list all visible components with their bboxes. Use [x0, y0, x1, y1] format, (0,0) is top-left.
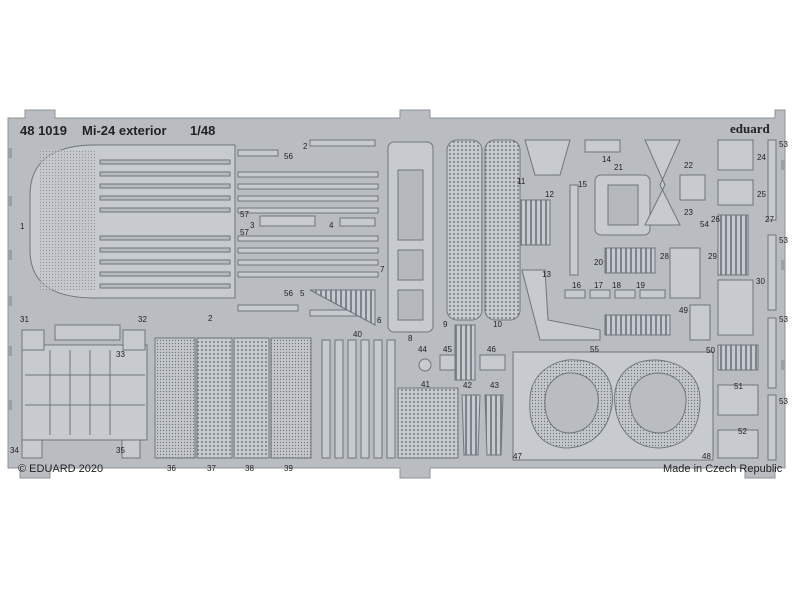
part-number-10: 10 — [493, 320, 502, 329]
part-number-54: 54 — [700, 220, 709, 229]
part-number-24: 24 — [757, 153, 766, 162]
part-37-panel — [196, 337, 233, 459]
part-number-56: 56 — [284, 289, 293, 298]
part-number-16: 16 — [572, 281, 581, 290]
part-40-strips — [321, 339, 396, 459]
part-number-9: 9 — [443, 320, 448, 329]
parts-41-46 — [397, 324, 506, 459]
part-number-56: 56 — [284, 152, 293, 161]
part-number-48: 48 — [702, 452, 711, 461]
part-number-26: 26 — [711, 215, 720, 224]
part-number-37: 37 — [207, 464, 216, 473]
part-number-40: 40 — [353, 330, 362, 339]
part-number-5: 5 — [300, 289, 305, 298]
part-number-43: 43 — [490, 381, 499, 390]
parts-14-21 — [564, 139, 671, 336]
part-number-50: 50 — [706, 346, 715, 355]
part-1-rivets — [40, 150, 95, 290]
part-number-6: 6 — [377, 316, 382, 325]
part-9-panel — [446, 139, 483, 321]
part-number-12: 12 — [545, 190, 554, 199]
part-number-17: 17 — [594, 281, 603, 290]
part-number-51: 51 — [734, 382, 743, 391]
part-number-57: 57 — [240, 210, 249, 219]
part-number-53: 53 — [779, 397, 788, 406]
parts-11-15 — [519, 139, 601, 341]
part-number-35: 35 — [116, 446, 125, 455]
part-number-36: 36 — [167, 464, 176, 473]
part-10-panel — [484, 139, 521, 321]
part-number-29: 29 — [708, 252, 717, 261]
part-number-25: 25 — [757, 190, 766, 199]
part-number-42: 42 — [463, 381, 472, 390]
part-number-32: 32 — [138, 315, 147, 324]
part-1-ribs — [99, 159, 231, 289]
part-number-2: 2 — [303, 142, 308, 151]
part-number-15: 15 — [578, 180, 587, 189]
part-number-41: 41 — [421, 380, 430, 389]
brand-logo: eduard — [730, 121, 770, 136]
part-number-22: 22 — [684, 161, 693, 170]
product-scale: 1/48 — [190, 123, 216, 138]
part-number-53: 53 — [779, 140, 788, 149]
part-number-2: 2 — [208, 314, 213, 323]
part-number-38: 38 — [245, 464, 254, 473]
parts-31-35 — [21, 324, 148, 459]
part-5-triangle — [309, 289, 376, 326]
part-8-panel — [387, 141, 434, 333]
part-number-52: 52 — [738, 427, 747, 436]
part-number-11: 11 — [517, 177, 526, 186]
part-number-3: 3 — [250, 221, 255, 230]
part-number-47: 47 — [513, 452, 522, 461]
parts-47-48-rings — [512, 351, 714, 461]
part-number-4: 4 — [329, 221, 334, 230]
part-number-13: 13 — [542, 270, 551, 279]
part-number-18: 18 — [612, 281, 621, 290]
parts-49-52 — [689, 304, 759, 459]
part-53-strips — [767, 139, 777, 461]
part-number-39: 39 — [284, 464, 293, 473]
part-number-53: 53 — [779, 236, 788, 245]
part-number-33: 33 — [116, 350, 125, 359]
part-number-30: 30 — [756, 277, 765, 286]
part-36-panel — [154, 337, 196, 459]
part-number-14: 14 — [602, 155, 611, 164]
part-number-8: 8 — [408, 334, 413, 343]
part-number-27: 27 — [765, 215, 774, 224]
part-number-19: 19 — [636, 281, 645, 290]
part-number-1: 1 — [20, 222, 25, 231]
part-number-34: 34 — [10, 446, 19, 455]
part-number-53: 53 — [779, 315, 788, 324]
product-name: Mi-24 exterior — [82, 123, 167, 138]
part-number-31: 31 — [20, 315, 29, 324]
part-39-panel — [270, 337, 312, 459]
part-number-20: 20 — [594, 258, 603, 267]
origin-label: Made in Czech Republic — [663, 463, 783, 475]
part-number-28: 28 — [660, 252, 669, 261]
long-strips — [237, 139, 379, 317]
part-33-ribs — [25, 350, 145, 435]
part-number-57: 57 — [240, 228, 249, 237]
part-number-46: 46 — [487, 345, 496, 354]
part-number-7: 7 — [380, 265, 385, 274]
product-code: 48 1019 — [20, 123, 67, 138]
part-number-21: 21 — [614, 163, 623, 172]
part-number-23: 23 — [684, 208, 693, 217]
copyright: © EDUARD 2020 — [18, 463, 104, 475]
edge-tabs — [8, 148, 785, 410]
part-number-55: 55 — [590, 345, 599, 354]
part-number-45: 45 — [443, 345, 452, 354]
parts-22-30 — [644, 139, 754, 336]
part-number-49: 49 — [679, 306, 688, 315]
part-38-panel — [233, 337, 270, 459]
part-number-44: 44 — [418, 345, 427, 354]
